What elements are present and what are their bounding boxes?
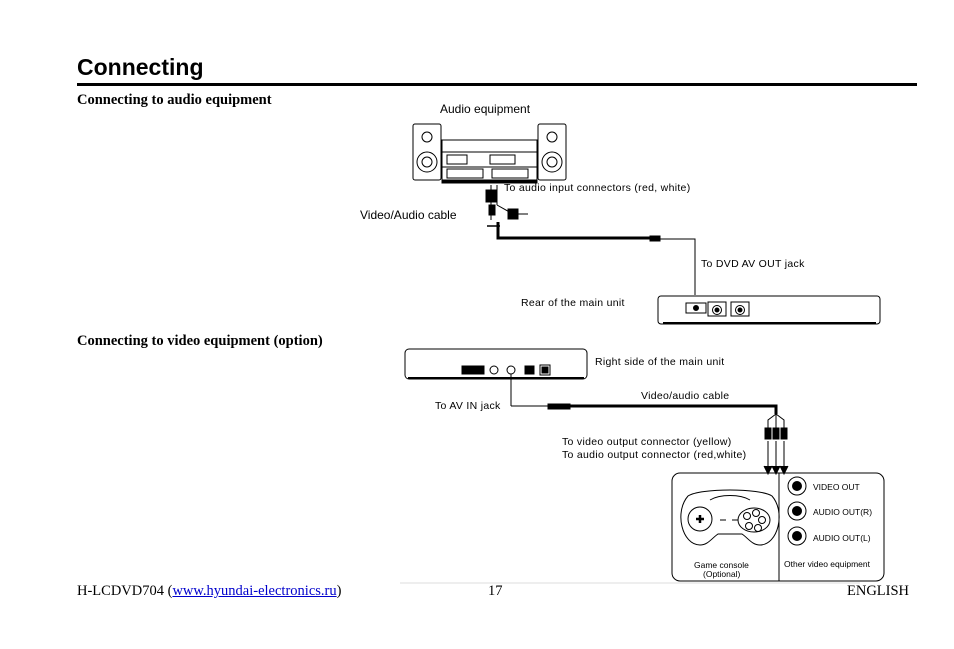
game-controller-illustration xyxy=(680,489,780,546)
audio-out-r-label: AUDIO OUT(R) xyxy=(813,507,873,517)
footer-language: ENGLISH xyxy=(847,583,910,599)
right-side-label: Right side of the main unit xyxy=(595,356,725,368)
section-heading-audio: Connecting to audio equipment xyxy=(77,92,272,108)
video-cable-label: Video/audio cable xyxy=(641,390,730,402)
rear-unit-label: Rear of the main unit xyxy=(521,297,625,309)
audio-equipment-illustration xyxy=(412,123,567,184)
page-title: Connecting xyxy=(77,54,204,80)
audio-output-label: To audio output connector (red,white) xyxy=(562,449,747,461)
main-unit-side-illustration xyxy=(404,348,588,380)
optional-label: (Optional) xyxy=(703,569,741,579)
page-number: 17 xyxy=(488,583,503,599)
video-output-label: To video output connector (yellow) xyxy=(562,436,732,448)
game-console-label: Game console xyxy=(694,560,749,570)
audio-equipment-label: Audio equipment xyxy=(440,102,531,116)
footer-website-link[interactable]: www.hyundai-electronics.ru xyxy=(172,583,337,599)
av-in-label: To AV IN jack xyxy=(435,400,501,412)
footer-model-close: ) xyxy=(336,583,342,599)
main-unit-rear-illustration xyxy=(657,295,881,325)
footer-model: H-LCDVD704 (www.hyundai-electronics.ru) xyxy=(77,583,341,600)
footer-model-name: H-LCDVD704 ( xyxy=(77,583,173,599)
audio-cable-label: Video/Audio cable xyxy=(360,208,457,222)
title-rule xyxy=(77,83,917,86)
video-out-label: VIDEO OUT xyxy=(813,482,860,492)
audio-out-l-label: AUDIO OUT(L) xyxy=(813,533,871,543)
other-video-label: Other video equipment xyxy=(784,559,870,569)
audio-input-label: To audio input connectors (red, white) xyxy=(504,182,691,194)
section-heading-video: Connecting to video equipment (option) xyxy=(77,333,323,349)
av-out-label: To DVD AV OUT jack xyxy=(701,258,805,270)
